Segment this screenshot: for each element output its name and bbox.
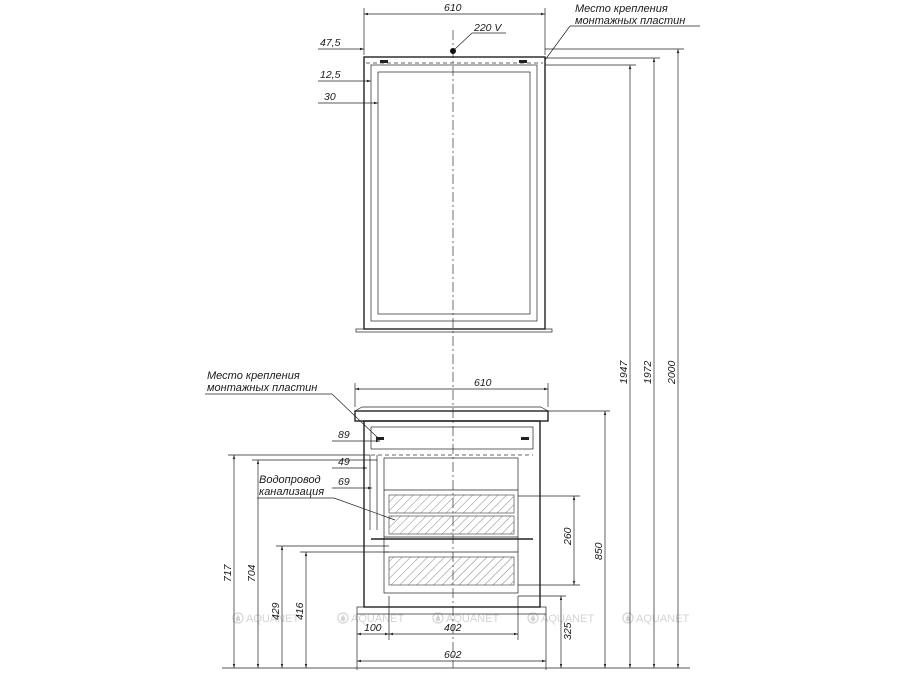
dim-49-label: 49 — [338, 456, 350, 468]
mirror-dim-12-5-label: 12,5 — [320, 69, 341, 81]
aquanet-drop-icon — [337, 612, 349, 624]
dim-325-label: 325 — [562, 622, 574, 640]
drawer-lower-hatch — [388, 556, 515, 586]
power-label: 220 V — [473, 22, 502, 34]
cabinet-top-recess — [370, 426, 534, 450]
mirror-mount-leader — [544, 25, 571, 61]
aquanet-drop-icon — [622, 612, 634, 624]
cabinet-countertop — [354, 410, 549, 422]
cabinet-mount-leader — [331, 393, 379, 439]
mirror-frame — [363, 56, 546, 330]
h717-label: 717 — [222, 563, 234, 582]
dim-402-label: 402 — [444, 622, 462, 634]
countertop-top-left — [354, 406, 363, 412]
water-leader — [333, 497, 396, 521]
h704-label: 704 — [246, 564, 258, 582]
cabinet-mount-note-line1: Место крепления — [207, 370, 300, 382]
mount-plate-right — [519, 60, 527, 63]
water-label-line1: Водопровод — [259, 474, 321, 486]
aquanet-drop-icon — [527, 612, 539, 624]
h429-label: 429 — [270, 602, 282, 620]
cabinet-mount-plate-left — [376, 437, 384, 440]
watermark-text-4: AQUANET — [541, 613, 594, 625]
cabinet-mount-plate-right — [521, 437, 529, 440]
watermark-text-1: AQUANET — [246, 613, 299, 625]
mirror-width-label: 610 — [444, 2, 462, 14]
mirror-mount-note-line2: монтажных пластин — [575, 15, 685, 27]
watermark-text-2: AQUANET — [351, 613, 404, 625]
dim-602-label: 602 — [444, 649, 462, 661]
dim-100-label: 100 — [364, 622, 382, 634]
drawer-mid-hatch — [388, 515, 515, 535]
cabinet-mount-note-line2: монтажных пластин — [207, 382, 317, 394]
mirror-glass — [377, 71, 531, 315]
water-label-line2: канализация — [259, 486, 324, 498]
dim-89-label: 89 — [338, 429, 350, 441]
power-leader — [454, 32, 473, 50]
left-height-dimensions: 717 704 429 416 — [222, 454, 690, 669]
mirror-mount-note-line1: Место крепления — [575, 3, 668, 15]
watermark-text-5: AQUANET — [636, 613, 689, 625]
h1947-label: 1947 — [618, 359, 630, 384]
power-socket-icon — [450, 48, 456, 54]
dim-69-label: 69 — [338, 476, 350, 488]
dim-260-label: 260 — [562, 527, 574, 546]
mirror-dim-30-label: 30 — [324, 91, 336, 103]
watermark-text-3: AQUANET — [446, 613, 499, 625]
mirror-view: 610 220 V 47,5 12,5 30 Место крепления м… — [318, 2, 700, 333]
h2000-label: 2000 — [666, 360, 678, 385]
mirror-inner-frame — [370, 64, 538, 322]
aquanet-drop-icon — [232, 612, 244, 624]
aquanet-drop-icon — [432, 612, 444, 624]
mirror-bottom-shelf — [355, 328, 553, 333]
cabinet-view: 610 Место крепления монтажных пластин 89… — [205, 370, 610, 670]
cabinet-drawer-frame — [383, 457, 519, 594]
watermark-row: AQUANET AQUANET AQUANET AQUANET AQUANET — [232, 612, 689, 625]
mirror-dim-47-5-label: 47,5 — [320, 37, 341, 49]
h1972-label: 1972 — [642, 360, 654, 384]
drawer-upper-hatch — [388, 494, 515, 514]
h416-label: 416 — [294, 602, 306, 620]
cabinet-plinth — [356, 606, 547, 615]
dim-850-label: 850 — [593, 542, 605, 560]
mount-plate-left — [380, 60, 388, 63]
cabinet-width-label: 610 — [474, 377, 492, 389]
countertop-top-right — [540, 406, 549, 412]
right-height-dimensions: 1947 1972 2000 — [545, 48, 684, 668]
